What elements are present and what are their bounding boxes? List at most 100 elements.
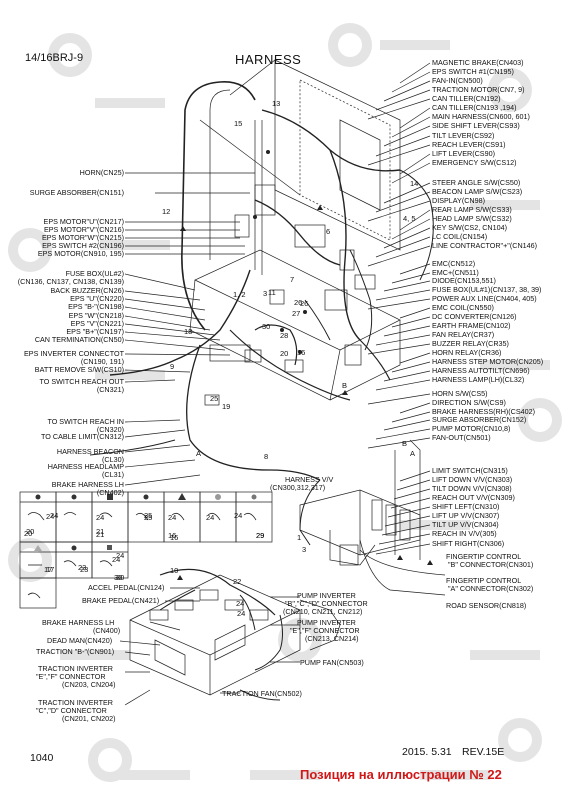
- label-fingertip-b: FINGERTIP CONTROL: [446, 552, 522, 561]
- left-label: HARNESS BEACON: [56, 447, 124, 456]
- label-pump-fan: PUMP FAN(CN503): [300, 658, 364, 667]
- label-pi-bcd-cn: (CN210, CN211, CN212): [283, 607, 363, 616]
- label-road-sensor: ROAD SENSOR(CN818): [446, 601, 527, 610]
- label-fingertip-a: FINGERTIP CONTROL: [446, 576, 522, 585]
- left-label: (CL31): [102, 470, 124, 479]
- right-label: HEAD LAMP S/W(CS32): [432, 214, 512, 223]
- callout-number: 3: [302, 545, 307, 554]
- callout-number: 27: [292, 309, 301, 318]
- callout-number: 25: [210, 394, 219, 403]
- label-harness-vv-cn: (CN300,312,317): [270, 483, 326, 492]
- label-pi-ef: PUMP INVERTER: [297, 618, 356, 627]
- right-label: SIDE SHIFT LEVER(CS93): [432, 121, 520, 130]
- callout-number: A: [196, 449, 202, 458]
- callout-number: 24: [237, 609, 246, 618]
- callout-number: 6: [326, 227, 331, 236]
- callout-number: 24: [50, 511, 59, 520]
- right-label: SHIFT RIGHT(CN306): [432, 539, 505, 548]
- right-label: KEY S/W(CS2, CN104): [432, 223, 507, 232]
- callout-number: 1: [297, 533, 302, 542]
- right-label: HORN RELAY(CR36): [432, 348, 502, 357]
- left-label: (CL30): [102, 455, 124, 464]
- right-label: EMC+(CN511): [432, 268, 479, 277]
- callout-number: 3: [263, 289, 268, 298]
- label-pi-ef-cn: (CN213, CN214): [305, 634, 359, 643]
- left-label: TO CABLE LIMIT(CN312): [41, 432, 124, 441]
- callout-number: 25: [144, 511, 153, 520]
- left-label: BRAKE HARNESS LH: [51, 480, 124, 489]
- left-label: TO SWITCH REACH IN: [47, 417, 124, 426]
- right-label: HARNESS AUTOTILT(CN696): [432, 366, 530, 375]
- callout-number: 28: [280, 331, 289, 340]
- callout-number: 21: [96, 527, 105, 536]
- legend-number: 24: [206, 513, 215, 522]
- label-brake-pedal: BRAKE PEDAL(CN421): [82, 596, 160, 605]
- left-label: EPS "W"(CN218): [68, 311, 124, 320]
- callout-number: 9: [170, 362, 175, 371]
- callout-number: 1, 2: [233, 290, 246, 299]
- label-traction-fan: TRACTION FAN(CN502): [222, 689, 302, 698]
- right-label: EMC COIL(CN550): [432, 303, 494, 312]
- illustration-caption: Позиция на иллюстрации № 22: [300, 767, 502, 782]
- callout-number: 24: [236, 599, 245, 608]
- right-label: FAN-OUT(CN501): [432, 433, 491, 442]
- left-label: EPS INVERTER CONNECTOT: [24, 349, 124, 358]
- label-fingertip-a-cn: "A" CONNECTOR(CN302): [448, 584, 534, 593]
- right-label: LIMIT SWITCH(CN315): [432, 466, 508, 475]
- right-label: SURGE ABSORBER(CN152): [432, 415, 527, 424]
- right-label: LIFT DOWN V/V(CN303): [432, 475, 513, 484]
- label-ti-cd-cn: (CN201, CN202): [62, 714, 116, 723]
- left-label: (CN321): [96, 385, 124, 394]
- left-label: TO SWITCH REACH OUT: [39, 377, 124, 386]
- callout-number: 22: [233, 577, 242, 586]
- callout-number: 24: [112, 555, 121, 564]
- label-pi-bcd: PUMP INVERTER: [297, 591, 356, 600]
- left-label: HARNESS HEADLAMP: [47, 462, 124, 471]
- callout-number: 24: [234, 511, 243, 520]
- left-label: EPS "B+"(CN197): [66, 327, 124, 336]
- page-number: 1040: [30, 752, 54, 764]
- left-label: (CN320): [96, 425, 124, 434]
- label-brake-lh: BRAKE HARNESS LH: [42, 618, 115, 627]
- left-label: EPS MOTOR"V"(CN216): [43, 225, 124, 234]
- legend-number: 17: [46, 565, 55, 574]
- right-label: FAN RELAY(CR37): [432, 330, 495, 339]
- callout-number: 15: [234, 119, 243, 128]
- right-label: LC COIL(CN154): [432, 232, 488, 241]
- left-label: EPS MOTOR(CN910, 195): [37, 249, 124, 258]
- left-label: SURGE ABSORBER(CN151): [29, 188, 124, 197]
- left-label: BACK BUZZER(CN26): [50, 286, 124, 295]
- right-label: EMC(CN512): [432, 259, 476, 268]
- right-label: HARNESS STEP MOTOR(CN205): [432, 357, 544, 366]
- label-ti-ef: TRACTION INVERTER: [38, 664, 113, 673]
- right-label: BRAKE HARNESS(RH)(CS402): [432, 407, 536, 416]
- right-label: LINE CONTRACTOR"+"(CN146): [432, 241, 538, 250]
- model-code: 14/16BRJ-9: [25, 52, 84, 64]
- label-pi-ef2: "E","F" CONNECTOR: [290, 626, 360, 635]
- right-label: TRACTION MOTOR(CN7, 9): [432, 85, 525, 94]
- label-dead-man: DEAD MAN(CN420): [47, 636, 113, 645]
- right-label: EPS SWITCH #1(CN195): [432, 67, 514, 76]
- left-label: EPS SWITCH #2(CN196): [42, 241, 124, 250]
- right-label: REACH LEVER(CS91): [432, 140, 506, 149]
- legend-number: 24: [116, 551, 125, 560]
- callout-number: 16: [297, 348, 306, 357]
- left-label: EPS MOTOR"U"(CN217): [43, 217, 124, 226]
- left-label: EPS MOTOR"W"(CN215): [41, 233, 124, 242]
- callout-number: B: [342, 381, 348, 390]
- right-label: DIODE(CN153,551): [432, 276, 496, 285]
- callout-number: 14: [410, 179, 419, 188]
- callout-number: 23: [78, 563, 87, 572]
- legend-number: 24: [168, 513, 177, 522]
- callout-number: 17: [44, 565, 53, 574]
- revision: REV.15E: [462, 746, 505, 758]
- callout-number: 20: [26, 527, 35, 536]
- right-label: MAIN HARNESS(CN600, 601): [432, 112, 530, 121]
- legend-number: 23: [80, 565, 89, 574]
- right-label: EARTH FRAME(CN102): [432, 321, 511, 330]
- right-label: BUZZER RELAY(CR35): [432, 339, 509, 348]
- callout-number: 30: [262, 322, 271, 331]
- right-label: LIFT UP V/V(CN307): [432, 511, 500, 520]
- label-harness-vv: HARNESS V/V: [285, 475, 334, 484]
